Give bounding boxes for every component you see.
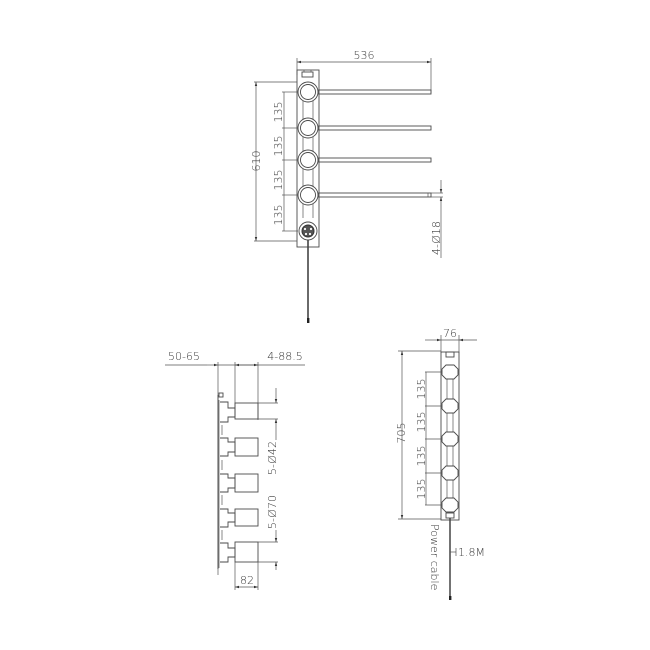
knob-small-diameter-label: 5-Ø42 xyxy=(266,441,279,475)
rear-spacing-label-4: 135 xyxy=(415,479,428,500)
side-outlet-3 xyxy=(220,473,259,493)
side-view: 50-65 4-88.5 xyxy=(165,350,305,590)
front-spacing-label-4: 135 xyxy=(272,205,285,226)
side-depth-label: 50-65 xyxy=(168,350,200,363)
side-projection-label: 4-88.5 xyxy=(267,350,302,363)
side-outlet-5 xyxy=(220,541,278,563)
front-spacing-label-2: 135 xyxy=(272,136,285,157)
cable-length-label: 1.8M xyxy=(458,546,485,559)
bottom-projection-label: 82 xyxy=(240,574,254,587)
rear-spacing-label-2: 135 xyxy=(415,412,428,433)
rear-view: 76 1.8M Power cable 705 xyxy=(395,327,485,600)
side-outlet-4 xyxy=(220,508,259,528)
rear-height-label: 705 xyxy=(395,423,408,444)
knob-large-diameter-label: 5-Ø70 xyxy=(266,495,279,529)
power-cable-label: Power cable xyxy=(428,524,441,590)
front-spacing-label-1: 135 xyxy=(272,102,285,123)
rear-width-label: 76 xyxy=(443,327,457,340)
rear-spacing-label-1: 135 xyxy=(415,379,428,400)
bar-diameter-label: 4-Ø18 xyxy=(430,221,443,255)
side-outlet-1 xyxy=(220,401,278,423)
front-view: 536 61 xyxy=(250,49,443,323)
rear-spacing-label-3: 135 xyxy=(415,446,428,467)
front-width-label: 536 xyxy=(354,49,375,62)
front-spacing-label-3: 135 xyxy=(272,170,285,191)
front-height-label: 610 xyxy=(250,151,263,172)
side-outlet-2 xyxy=(220,437,259,457)
rear-outlets xyxy=(441,364,459,513)
